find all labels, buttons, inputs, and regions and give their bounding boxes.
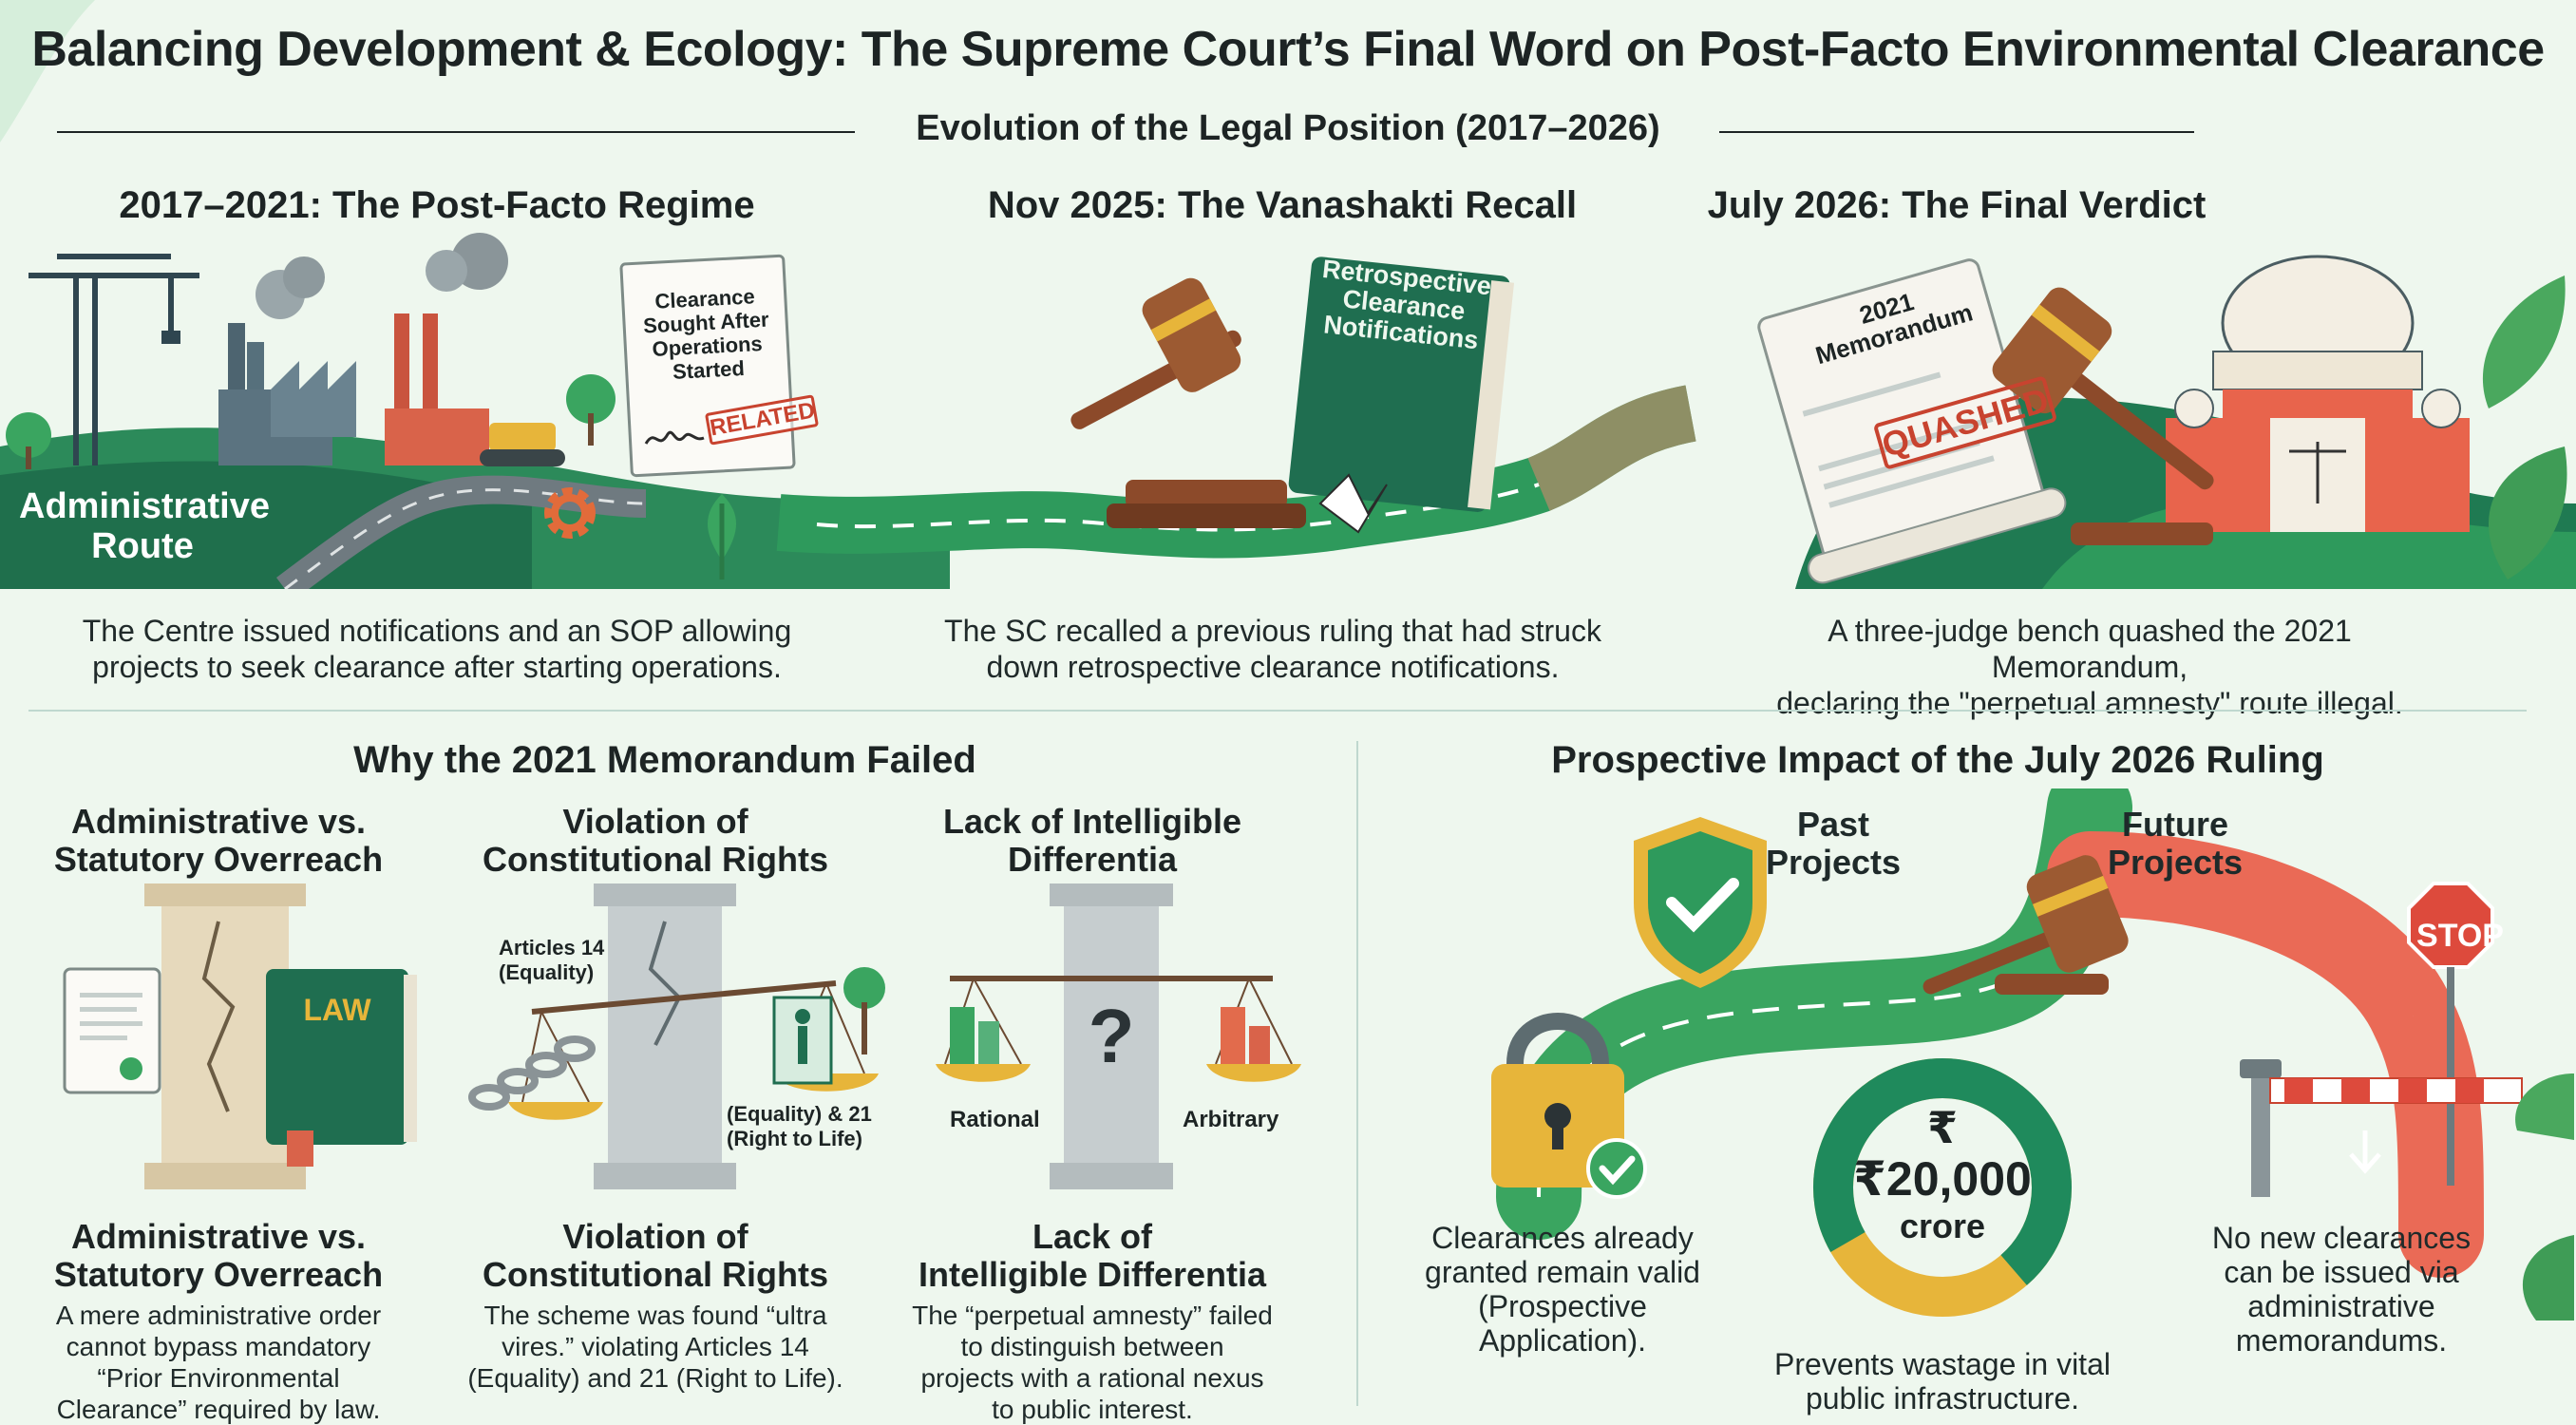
col1-subhead: Administrative vs.Statutory Overreach [53, 1217, 384, 1294]
stage1-description: The Centre issued notifications and an S… [82, 614, 792, 684]
subtitle-bar: Evolution of the Legal Position (2017–20… [0, 103, 2576, 160]
stage2-description: The SC recalled a previous ruling that h… [944, 614, 1601, 684]
rupee-icon: ₹ [1926, 1103, 1958, 1152]
stage1-title: 2017–2021: The Post-Facto Regime [119, 184, 755, 226]
rational-label: Rational [950, 1107, 1040, 1132]
impact-illustration [1491, 788, 2574, 1320]
decor-leaf-topleft [0, 0, 95, 142]
stage3-description: A three-judge bench quashed the 2021 Mem… [1776, 614, 2403, 720]
gear-icon [544, 487, 596, 539]
section-divider [28, 710, 2527, 712]
question-mark-icon: ? [1088, 994, 1135, 1078]
retrospective-book-text: Retrospective Clearance Notifications [1320, 254, 1493, 355]
stage2-title: Nov 2025: The Vanashakti Recall [987, 184, 1578, 226]
column-divider [1356, 741, 1358, 1406]
administrative-route-label: Administrative Route [19, 486, 270, 566]
col1-head: Administrative vs.Statutory Overreach [53, 802, 384, 879]
signature-icon [644, 430, 705, 445]
arbitrary-label: Arbitrary [1183, 1107, 1279, 1132]
page-subtitle: Evolution of the Legal Position (2017–20… [900, 108, 1676, 148]
amount-unit: crore [1899, 1206, 1986, 1245]
stop-sign-label: STOP [2416, 918, 2504, 954]
pillars-illustration [63, 884, 1301, 1189]
clearance-document-text: Clearance Sought After Operations Starte… [642, 284, 770, 384]
page-title: Balancing Development & Ecology: The Sup… [31, 22, 2545, 77]
articles14-label: Articles 14(Equality) [499, 936, 605, 984]
timeline-illustration [0, 233, 2576, 589]
why-failed-title: Why the 2021 Memorandum Failed [353, 739, 976, 781]
articles21-label: (Equality) & 21(Right to Life) [727, 1102, 872, 1150]
amount-value: ₹20,000 [1853, 1152, 2032, 1206]
impact-title: Prospective Impact of the July 2026 Ruli… [1551, 739, 2324, 781]
stage3-title: July 2026: The Final Verdict [1707, 184, 2207, 226]
law-book-label: LAW [303, 993, 371, 1027]
